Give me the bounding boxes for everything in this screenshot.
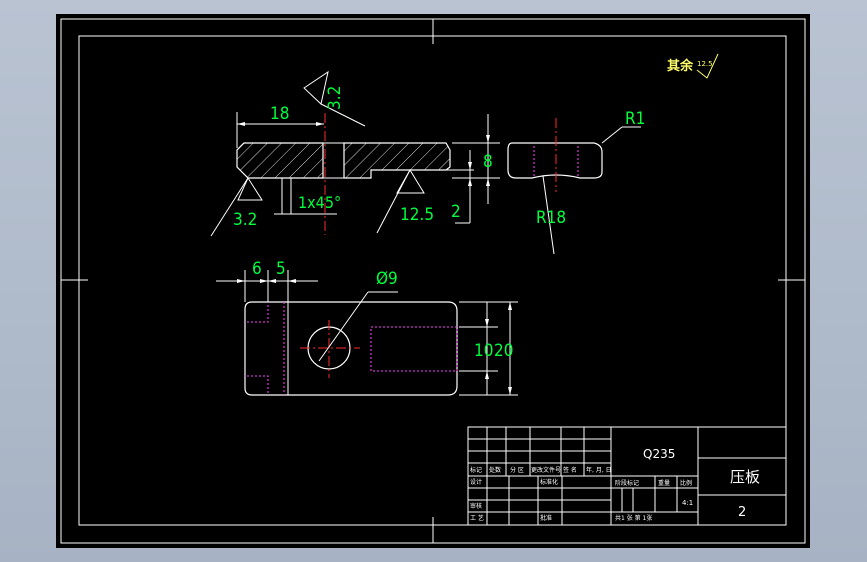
- dim-5-text: 5: [276, 259, 286, 279]
- centering-marks: [61, 19, 805, 543]
- rough-left-text: 3.2: [233, 210, 257, 230]
- top-view-outline: [244, 301, 458, 396]
- rough-top-text: 3.2: [325, 86, 345, 110]
- roughness-left: 3.2: [210, 176, 263, 237]
- rough-bottom-text: 12.5: [400, 205, 434, 225]
- stage-label: 阶段标记: [615, 479, 639, 487]
- roughness-note-text: 其余: [667, 58, 694, 74]
- designer-label: 设计: [470, 478, 482, 486]
- part-name-text: 压板: [730, 468, 760, 486]
- r18-text: R18: [536, 208, 566, 228]
- dim-2-text: 2: [451, 202, 461, 222]
- r1-text: R1: [625, 109, 645, 129]
- sheets-text: 共1 张 第 1张: [615, 514, 652, 522]
- roughness-bottom: 12.5: [376, 169, 434, 234]
- scale-label: 比例: [680, 479, 692, 487]
- dim-20-text: 20: [494, 341, 513, 361]
- drawing-no-text: 2: [738, 505, 746, 520]
- roughness-general-value: 12.5: [697, 60, 713, 68]
- dim-18-text: 18: [270, 104, 289, 124]
- dimension-2: 2: [446, 150, 474, 224]
- header-2: 分 区: [510, 466, 524, 474]
- drawing-canvas: [56, 14, 810, 548]
- title-block: [467, 426, 787, 526]
- roughness-top: 3.2: [303, 70, 366, 127]
- header-1: 处数: [489, 466, 501, 474]
- roughness-symbol-icon: [696, 53, 719, 79]
- section-left-part: [236, 142, 324, 179]
- side-view-outline: [507, 142, 603, 179]
- hole-dia-text: Ø9: [376, 269, 398, 289]
- dim-8-text: 8: [483, 152, 493, 172]
- front-section-view: [236, 113, 451, 235]
- chamfer-text: 1x45°: [298, 193, 341, 212]
- weight-label: 重量: [658, 479, 670, 487]
- roughness-triangle-icon: [303, 70, 329, 105]
- header-4: 签 名: [563, 466, 577, 474]
- approve-label: 批准: [540, 514, 552, 522]
- dimension-18: 18: [236, 104, 324, 148]
- title-block-text: Q235 压板 2 4:1 标记 处数 分 区 更改文件号 签 名 年, 月, …: [470, 447, 760, 522]
- dimension-10-20: 10 20: [459, 301, 518, 396]
- standardization-label: 标准化: [540, 478, 558, 486]
- general-roughness-note: 其余 12.5: [667, 53, 719, 79]
- dimension-6-5: 6 5: [216, 259, 318, 302]
- header-0: 标记: [470, 466, 482, 474]
- chamfer-dimension: 1x45°: [274, 178, 341, 215]
- scale-value-text: 4:1: [682, 499, 693, 507]
- reviewer-label: 审核: [470, 502, 482, 510]
- process-label: 工 艺: [470, 514, 484, 522]
- material-text: Q235: [643, 447, 675, 461]
- dim-10-text: 10: [474, 341, 493, 361]
- header-3: 更改文件号: [531, 466, 561, 474]
- side-view: R1 R18: [507, 109, 645, 255]
- dim-6-text: 6: [252, 259, 262, 279]
- header-5: 年, 月, 日: [586, 466, 612, 474]
- roughness-triangle-icon: [237, 176, 263, 201]
- dimension-8: 8: [452, 114, 500, 204]
- top-view: Ø9: [244, 269, 458, 396]
